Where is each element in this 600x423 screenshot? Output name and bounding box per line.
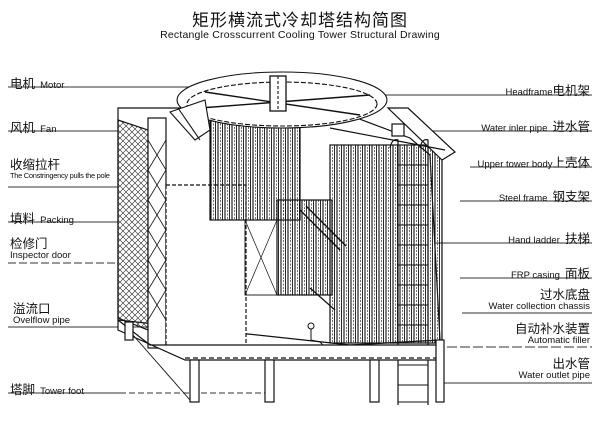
label-water-inlet-pipe: Water inler pipe 进水管 xyxy=(481,117,590,135)
title-english: Rectangle Crosscurrent Cooling Tower Str… xyxy=(160,29,440,41)
label-hand-ladder-cn: 扶梯 xyxy=(564,231,590,246)
label-pull-pole-cn: 收缩拉杆 xyxy=(10,157,61,172)
label-tower-foot-cn: 塔脚 xyxy=(10,382,36,397)
label-fan: 风机 Fan xyxy=(10,118,56,136)
label-overflow-pipe-en: Ovelflow pipe xyxy=(13,314,71,326)
label-headframe-cn: 电机架 xyxy=(552,83,590,98)
label-inspector-door-cn: 检修门 xyxy=(10,236,48,251)
label-packing-en: Packing xyxy=(40,215,74,226)
upper-tower-body xyxy=(386,107,456,161)
label-headframe-en: Headframe xyxy=(505,87,553,98)
label-inspector-door-en: Inspector door xyxy=(10,249,71,261)
label-packing: 填料 Packing xyxy=(10,209,74,227)
leader-lines xyxy=(8,86,592,394)
label-frp-casing-en: FRP casing xyxy=(510,270,560,281)
left-frame-post xyxy=(147,117,167,349)
label-overflow-pipe-cn: 溢流口 xyxy=(13,301,51,316)
label-water-outlet-pipe-en: Water outlet pipe xyxy=(518,369,590,381)
hand-ladder xyxy=(389,139,429,405)
label-inspector-door: 检修门 Inspector door xyxy=(10,237,71,261)
label-fan-cn: 风机 xyxy=(10,120,36,135)
fan-assembly xyxy=(169,71,388,141)
label-water-inlet-pipe-cn: 进水管 xyxy=(552,119,590,134)
label-water-collection-chassis-cn: 过水底盘 xyxy=(539,287,590,302)
label-water-outlet-pipe: 出水管 Water outlet pipe xyxy=(519,357,590,381)
label-fan-en: Fan xyxy=(40,124,57,135)
tower-body xyxy=(117,107,456,405)
label-water-outlet-pipe-cn: 出水管 xyxy=(552,356,590,371)
label-motor-cn: 电机 xyxy=(10,76,36,91)
label-tower-foot-en: Tower foot xyxy=(40,386,84,397)
label-steel-frame-en: Steel frame xyxy=(498,193,548,204)
left-packing-panel xyxy=(117,119,149,331)
label-motor: 电机 Motor xyxy=(10,74,64,92)
label-upper-tower-body-en: Upper tower body xyxy=(477,159,553,170)
label-steel-frame-cn: 钢支架 xyxy=(552,189,590,204)
label-water-collection-chassis: 过水底盘 Water collection chassis xyxy=(488,288,590,312)
tower-feet xyxy=(124,321,445,403)
label-automatic-filler: 自动补水装置 Automatic filler xyxy=(515,322,590,346)
water-inlet-pipe-box xyxy=(391,123,405,137)
title-chinese: 矩形横流式冷却塔结构简图 xyxy=(192,11,408,31)
frp-casing-front xyxy=(329,144,443,344)
label-hand-ladder: Hand ladder 扶梯 xyxy=(508,229,590,247)
label-headframe: Headframe电机架 xyxy=(505,81,590,99)
label-tower-foot: 塔脚 Tower foot xyxy=(10,380,84,398)
label-upper-tower-body-cn: 上壳体 xyxy=(552,155,590,170)
label-water-collection-chassis-en: Water collection chassis xyxy=(488,300,590,312)
label-automatic-filler-en: Automatic filler xyxy=(527,334,590,346)
label-motor-en: Motor xyxy=(40,80,65,91)
label-steel-frame: Steel frame 钢支架 xyxy=(499,187,590,205)
label-hand-ladder-en: Hand ladder xyxy=(508,235,560,246)
label-packing-cn: 填料 xyxy=(10,211,36,226)
label-pull-pole: 收缩拉杆 The Constringency pulls the pole xyxy=(10,158,110,180)
label-overflow-pipe: 溢流口 Ovelflow pipe xyxy=(13,302,70,326)
label-frp-casing: FRP casing 面板 xyxy=(511,264,590,282)
label-water-inlet-pipe-en: Water inler pipe xyxy=(481,123,548,134)
label-upper-tower-body: Upper tower body上壳体 xyxy=(478,153,591,171)
label-pull-pole-en: The Constringency pulls the pole xyxy=(10,170,110,180)
label-automatic-filler-cn: 自动补水装置 xyxy=(514,321,590,336)
label-frp-casing-cn: 面板 xyxy=(564,266,590,281)
